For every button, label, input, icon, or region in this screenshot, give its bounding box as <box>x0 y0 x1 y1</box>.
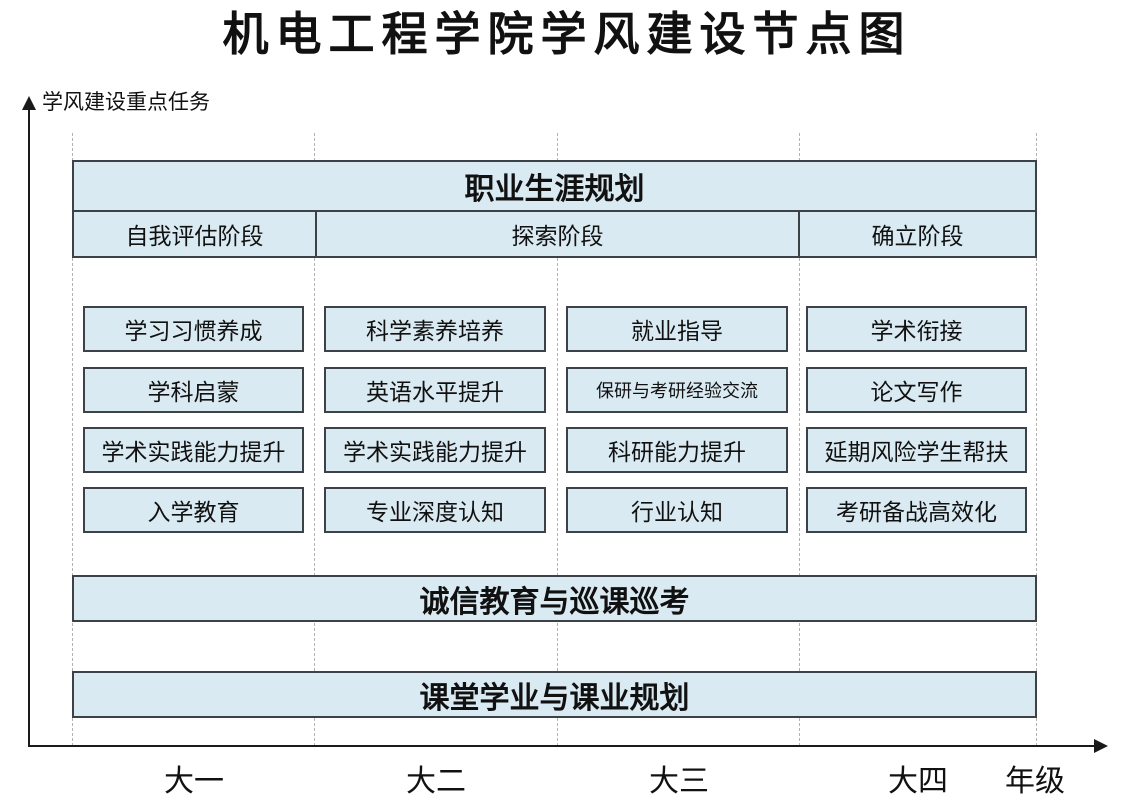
x-axis-label: 年级 <box>1005 765 1065 798</box>
x-axis-line <box>28 745 1096 747</box>
phase-establishment: 确立阶段 <box>871 223 964 249</box>
grade-label-4: 大四 <box>888 765 948 798</box>
task-box: 英语水平提升 <box>324 367 546 413</box>
gridline-grade1-left <box>72 133 73 746</box>
task-box: 学术实践能力提升 <box>83 427 304 473</box>
task-box: 论文写作 <box>806 367 1027 413</box>
phase-self-assessment: 自我评估阶段 <box>125 223 264 249</box>
task-box: 入学教育 <box>83 487 304 533</box>
classwork-planning-banner: 课堂学业与课业规划 <box>72 671 1037 718</box>
task-box: 学术实践能力提升 <box>324 427 546 473</box>
gridline-grade2-left <box>314 133 315 746</box>
task-box: 考研备战高效化 <box>806 487 1027 533</box>
task-box: 行业认知 <box>566 487 788 533</box>
career-planning-banner: 职业生涯规划 自我评估阶段 探索阶段 确立阶段 <box>72 160 1037 258</box>
task-box: 保研与考研经验交流 <box>566 367 788 413</box>
y-axis-arrow-icon <box>22 96 36 110</box>
task-box: 学科启蒙 <box>83 367 304 413</box>
phase-exploration: 探索阶段 <box>315 212 800 256</box>
task-box: 延期风险学生帮扶 <box>806 427 1027 473</box>
task-box: 科学素养培养 <box>324 306 546 352</box>
x-axis-arrow-icon <box>1094 739 1108 753</box>
career-planning-title: 职业生涯规划 <box>74 162 1035 212</box>
task-box: 学术衔接 <box>806 306 1027 352</box>
grade-label-3: 大三 <box>649 765 709 798</box>
y-axis-label: 学风建设重点任务 <box>42 91 210 114</box>
career-phase-row: 自我评估阶段 探索阶段 确立阶段 <box>74 212 1035 256</box>
grade-label-1: 大一 <box>164 765 224 798</box>
gridline-grade4-right <box>1036 133 1037 746</box>
gridline-grade4-left <box>799 133 800 746</box>
task-box: 专业深度认知 <box>324 487 546 533</box>
task-box: 就业指导 <box>566 306 788 352</box>
task-box: 科研能力提升 <box>566 427 788 473</box>
task-box: 学习习惯养成 <box>83 306 304 352</box>
gridline-grade3-left <box>557 133 558 746</box>
integrity-education-banner: 诚信教育与巡课巡考 <box>72 575 1037 622</box>
page-title: 机电工程学院学风建设节点图 <box>222 7 912 61</box>
y-axis-line <box>28 108 30 746</box>
grade-label-2: 大二 <box>406 765 466 798</box>
